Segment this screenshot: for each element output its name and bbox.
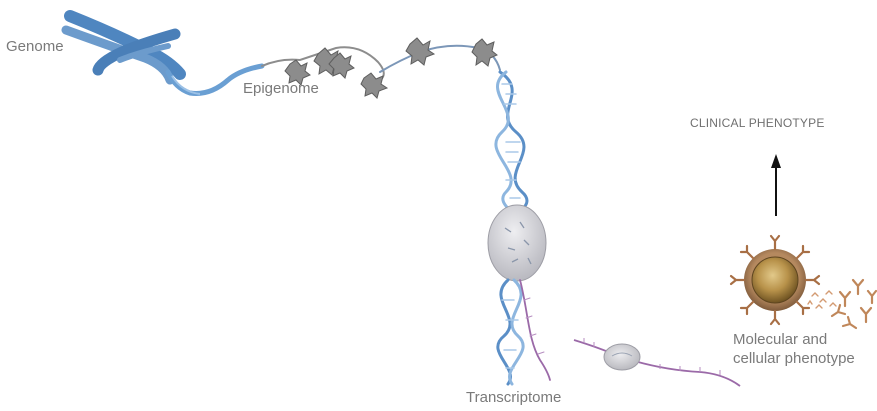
arrow-up-icon bbox=[771, 154, 781, 216]
antibody-cluster-icon bbox=[832, 280, 876, 328]
transcription-strands-icon bbox=[498, 280, 550, 384]
clinical-phenotype-label: CLINICAL PHENOTYPE bbox=[690, 116, 825, 130]
nucleus-icon bbox=[488, 205, 546, 281]
molecular-phenotype-line2: cellular phenotype bbox=[733, 349, 855, 368]
molecular-phenotype-label: Molecular and cellular phenotype bbox=[733, 330, 855, 368]
ribosome-icon bbox=[574, 338, 740, 386]
cell-icon bbox=[731, 236, 819, 324]
chromosome-icon bbox=[66, 16, 262, 94]
double-helix-icon bbox=[496, 72, 527, 222]
transcriptome-label: Transcriptome bbox=[466, 389, 561, 406]
genome-label: Genome bbox=[6, 38, 64, 55]
molecular-phenotype-line1: Molecular and bbox=[733, 330, 855, 349]
epigenome-label: Epigenome bbox=[243, 80, 319, 97]
peptide-fragments-icon bbox=[808, 291, 836, 308]
